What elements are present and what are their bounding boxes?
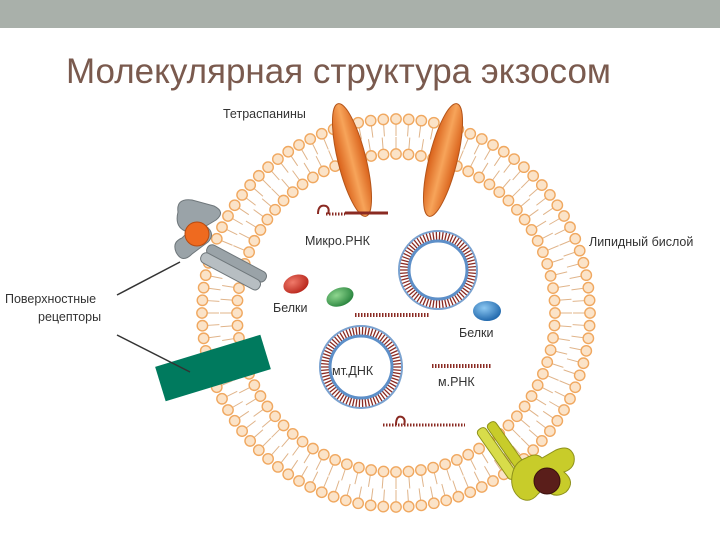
label-lipid-bilayer: Липидный бислой: [589, 235, 693, 249]
receptor-yellow: [476, 421, 575, 501]
protein-green: [326, 287, 354, 307]
top-bar: [0, 0, 720, 28]
label-m-rna: м.РНК: [438, 375, 475, 389]
tetraspanin-right: [422, 103, 464, 217]
tetraspanin-left: [331, 103, 373, 217]
micro-rna-lower: [383, 415, 465, 427]
receptor-pointer-lower: [116, 334, 191, 373]
label-mt-dna: мт.ДНК: [332, 364, 374, 378]
receptor-pointer-upper: [116, 261, 181, 296]
label-tetraspanins: Тетраспанины: [223, 107, 306, 121]
protein-red: [283, 274, 309, 294]
protein-blue: [473, 301, 501, 321]
receptor-gray: [174, 199, 268, 291]
micro-rna: [317, 204, 388, 216]
slide-title: Молекулярная структура экзосом: [66, 52, 611, 91]
label-proteins-right: Белки: [459, 326, 494, 340]
label-proteins-left: Белки: [273, 301, 308, 315]
ring-upper: [398, 230, 478, 310]
label-surface-receptors-1: Поверхностные: [5, 292, 96, 306]
label-micro-rna: Микро.РНК: [305, 234, 371, 248]
green-box: [155, 334, 271, 402]
label-surface-receptors-2: рецепторы: [38, 310, 101, 324]
lipid-bilayer: [196, 113, 596, 513]
ring-mtdna: [319, 325, 403, 409]
